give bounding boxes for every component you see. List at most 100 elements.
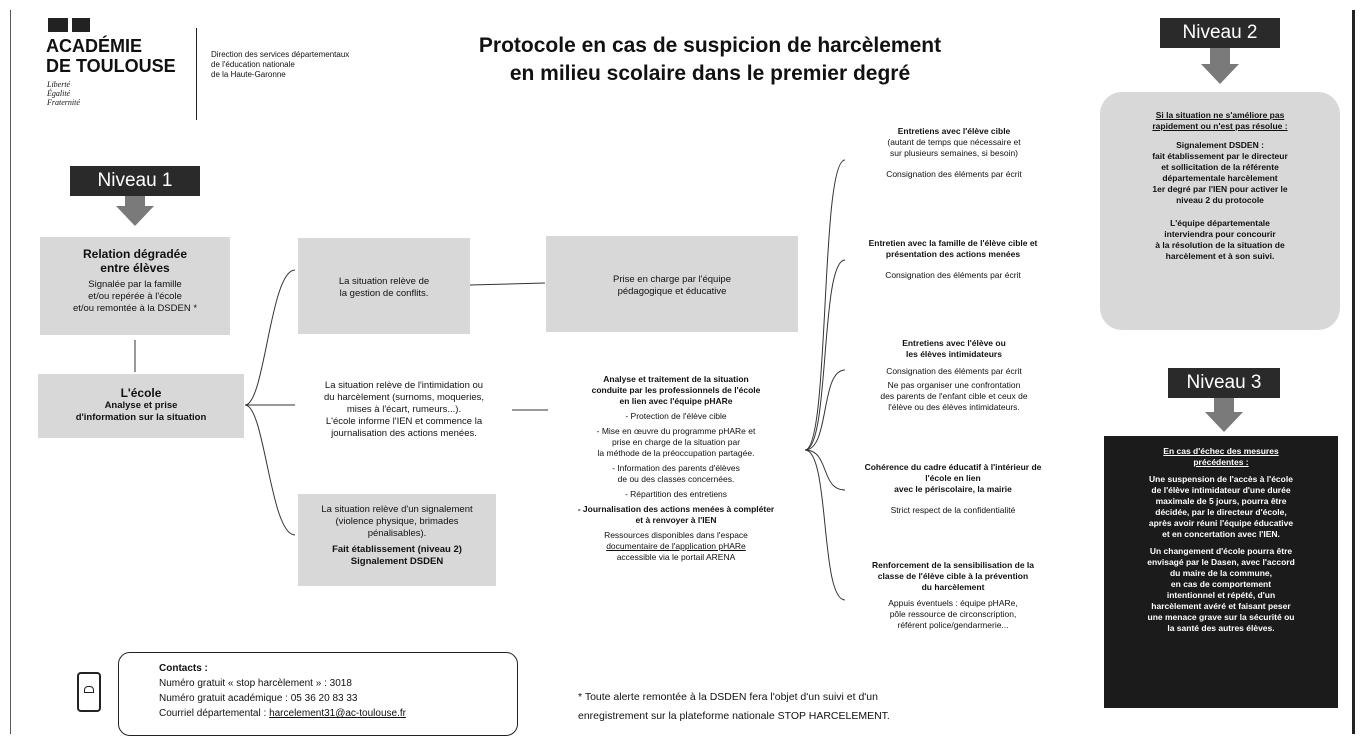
level1-arrow-icon bbox=[116, 206, 154, 226]
title-line1: Protocole en cas de suspicion de harcèle… bbox=[478, 34, 942, 57]
level3-intro1: En cas d'échec des mesures bbox=[1163, 446, 1279, 456]
level3-box: En cas d'échec des mesures précédentes :… bbox=[1104, 436, 1338, 708]
level2-intro1: Si la situation ne s'améliore pas bbox=[1155, 110, 1285, 120]
relation-title1: Relation dégradée bbox=[82, 247, 188, 261]
level3-p2-3: du maire de la commune, bbox=[1169, 568, 1273, 578]
resources-line3: accessible via le portail ARENA bbox=[616, 552, 736, 562]
conflits-text1: La situation relève de bbox=[338, 276, 430, 287]
level2-body5: 1er degré par l'IEN pour activer le bbox=[1152, 184, 1288, 194]
contacts-email-link[interactable]: harcelement31@ac-toulouse.fr bbox=[269, 708, 406, 719]
action3-title1: Entretiens avec l'élève ou bbox=[902, 338, 1006, 348]
level2-label: Niveau 2 bbox=[1160, 18, 1280, 48]
contacts-line1: Numéro gratuit « stop harcèlement » : 30… bbox=[159, 678, 352, 689]
action2-title1: Entretien avec la famille de l'élève cib… bbox=[868, 238, 1038, 248]
intimidation-line3: mises à l'écart, rumeurs...). bbox=[346, 404, 462, 415]
action5-title3: du harcèlement bbox=[921, 582, 985, 592]
analyse-title1: Analyse et traitement de la situation bbox=[603, 374, 749, 384]
resources-line2[interactable]: documentaire de l'application pHARe bbox=[606, 541, 746, 551]
direction-line1: Direction des services départementaux bbox=[211, 50, 350, 59]
resources-line1: Ressources disponibles dans l'espace bbox=[604, 530, 748, 540]
contacts-line3: Courriel départemental : harcelement31@a… bbox=[159, 706, 406, 721]
relation-box: Relation dégradée entre élèves Signalée … bbox=[40, 237, 230, 335]
level2-body6: niveau 2 du protocole bbox=[1176, 195, 1264, 205]
action5-note1: Appuis éventuels : équipe pHARe, bbox=[888, 598, 1018, 608]
action2-note: Consignation des éléments par écrit bbox=[885, 270, 1021, 280]
intimidation-line2: du harcèlement (surnoms, moqueries, bbox=[324, 392, 484, 403]
action-2: Entretien avec la famille de l'élève cib… bbox=[842, 238, 1064, 281]
analyse-block: Analyse et traitement de la situation co… bbox=[545, 374, 807, 563]
page-title: Protocole en cas de suspicion de harcèle… bbox=[400, 32, 1020, 88]
signalement-line3: pénalisables). bbox=[367, 528, 427, 539]
phone-icon bbox=[77, 672, 101, 712]
analyse-item1: - Protection de l'élève cible bbox=[625, 411, 727, 421]
action3-note3: des parents de l'enfant cible et ceux de bbox=[880, 391, 1028, 401]
relation-text2: et/ou repérée à l'école bbox=[88, 291, 182, 302]
direction-line3: de la Haute-Garonne bbox=[211, 70, 286, 79]
level2-intro2: rapidement ou n'est pas résolue : bbox=[1152, 121, 1288, 131]
action3-note2: Ne pas organiser une confrontation bbox=[887, 380, 1021, 390]
motto-3: Fraternité bbox=[47, 98, 80, 107]
action-4: Cohérence du cadre éducatif à l'intérieu… bbox=[842, 462, 1064, 516]
level3-p2-5: intentionnel et répété, d'un bbox=[1166, 590, 1276, 600]
action1-sub2: sur plusieurs semaines, si besoin) bbox=[889, 148, 1019, 158]
level3-p2-2: envisagé par le Dasen, avec l'accord bbox=[1147, 557, 1295, 567]
marianne-logo bbox=[48, 18, 68, 32]
action5-title1: Renforcement de la sensibilisation de la bbox=[871, 560, 1035, 570]
direction-text: Direction des services départementaux de… bbox=[211, 50, 349, 80]
level2-body4: départementale harcèlement bbox=[1162, 173, 1278, 183]
action2-title2: présentation des actions menées bbox=[885, 249, 1021, 259]
level2-team3: à la résolution de la situation de bbox=[1155, 240, 1285, 250]
footnote-line2: enregistrement sur la plateforme nationa… bbox=[578, 710, 890, 722]
relation-text3: et/ou remontée à la DSDEN * bbox=[72, 303, 198, 314]
level1-arrow-stem bbox=[125, 196, 145, 206]
right-border bbox=[1352, 10, 1355, 734]
level1-label: Niveau 1 bbox=[70, 166, 200, 196]
academy-line2: DE TOULOUSE bbox=[46, 56, 176, 76]
signalement-line1: La situation relève d'un signalement bbox=[321, 504, 473, 515]
analyse-item5-line2: et à renvoyer à l'IEN bbox=[635, 515, 717, 525]
motto: Liberté Égalité Fraternité bbox=[47, 80, 80, 107]
intimidation-line4: L'école informe l'IEN et commence la bbox=[325, 416, 483, 427]
level3-p2-1: Un changement d'école pourra être bbox=[1149, 546, 1293, 556]
intimidation-line1: La situation relève de l'intimidation ou bbox=[324, 380, 484, 391]
level3-p1-6: et en concertation avec l'IEN. bbox=[1162, 529, 1280, 539]
footnote-line1: * Toute alerte remontée à la DSDEN fera … bbox=[578, 691, 878, 703]
intimidation-text: La situation relève de l'intimidation ou… bbox=[296, 380, 512, 440]
left-border bbox=[10, 10, 11, 734]
analyse-title3: en lien avec l'équipe pHARe bbox=[619, 396, 733, 406]
prise-line1: Prise en charge par l'équipe bbox=[613, 274, 731, 285]
analyse-item2-line1: - Mise en œuvre du programme pHARe et bbox=[596, 426, 756, 436]
level3-p2-6: harcèlement avéré et faisant peser bbox=[1151, 601, 1291, 611]
level3-intro2: précédentes : bbox=[1193, 457, 1249, 467]
contacts-box: Contacts : Numéro gratuit « stop harcèle… bbox=[118, 652, 518, 736]
action1-note: Consignation des éléments par écrit bbox=[886, 169, 1022, 179]
motto-1: Liberté bbox=[47, 80, 71, 89]
action3-note4: l'élève ou des élèves intimidateurs. bbox=[888, 402, 1020, 412]
level2-team1: L'équipe départementale bbox=[1170, 218, 1270, 228]
title-line2: en milieu scolaire dans le premier degré bbox=[509, 62, 911, 85]
analyse-item2-line3: la méthode de la préoccupation partagée. bbox=[597, 448, 755, 458]
level2-body1: Signalement DSDEN : bbox=[1176, 140, 1264, 150]
academy-name: ACADÉMIE DE TOULOUSE bbox=[46, 36, 176, 76]
contacts-email-label: Courriel départemental : bbox=[159, 708, 270, 719]
action-3: Entretiens avec l'élève ou les élèves in… bbox=[848, 338, 1060, 413]
level3-p1-2: de l'élève intimidateur d'une durée bbox=[1151, 485, 1291, 495]
direction-line2: de l'éducation nationale bbox=[211, 60, 295, 69]
conflits-box: La situation relève de la gestion de con… bbox=[298, 238, 470, 334]
ecole-text2: d'information sur la situation bbox=[75, 412, 207, 423]
level2-body3: et sollicitation de la référente bbox=[1161, 162, 1279, 172]
signalement-line2: (violence physique, brimades bbox=[335, 516, 459, 527]
wifi-icon bbox=[84, 686, 94, 693]
action5-note2: pôle ressource de circonscription, bbox=[889, 609, 1017, 619]
intimidation-line5: journalisation des actions menées. bbox=[331, 428, 477, 439]
conflits-text2: la gestion de conflits. bbox=[339, 288, 429, 299]
signalement-box: La situation relève d'un signalement (vi… bbox=[298, 494, 496, 586]
analyse-item2-line2: prise en charge de la situation par bbox=[611, 437, 741, 447]
level2-box: Si la situation ne s'améliore pas rapide… bbox=[1100, 92, 1340, 330]
flag-logo bbox=[72, 18, 90, 32]
action-5: Renforcement de la sensibilisation de la… bbox=[842, 560, 1064, 631]
academy-line1: ACADÉMIE bbox=[46, 36, 143, 56]
footnote: * Toute alerte remontée à la DSDEN fera … bbox=[578, 688, 1038, 726]
action4-title2: l'école en lien bbox=[925, 473, 981, 483]
